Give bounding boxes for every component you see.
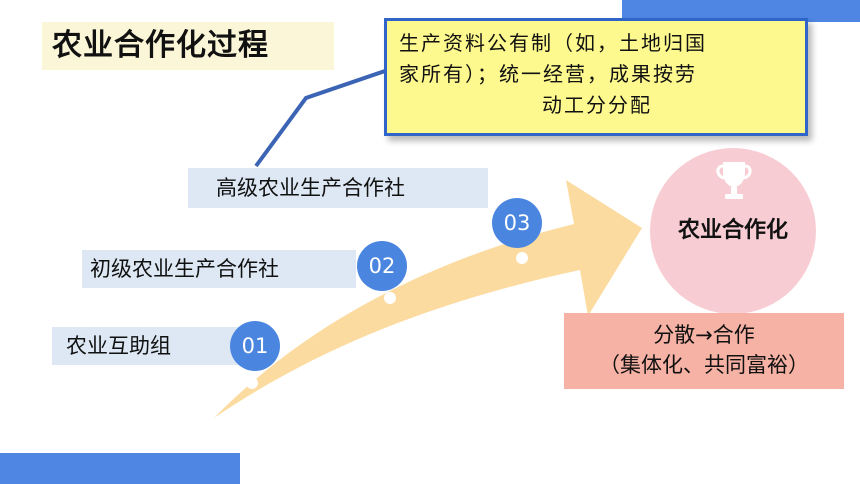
stage-number-03: 03 [492, 198, 542, 248]
stage-number-01: 01 [230, 321, 280, 371]
stage-number-02: 02 [357, 241, 407, 291]
definition-box: 生产资料公有制（如，土地归国 家所有）；统一经营，成果按劳 动工分分配 [384, 18, 808, 136]
top-accent-bar [622, 0, 860, 22]
definition-line-3: 动工分分配 [542, 93, 652, 117]
result-line-2: （集体化、共同富裕） [599, 353, 809, 377]
stage-label-mutual-aid: 农业互助组 [52, 327, 240, 365]
page-title: 农业合作化过程 [42, 22, 334, 70]
definition-line-2: 家所有）；统一经营，成果按劳 [399, 62, 697, 86]
trophy-icon [716, 162, 752, 199]
stage-dot-02 [384, 292, 396, 304]
goal-label: 农业合作化 [677, 218, 788, 243]
stage-label-elementary: 初级农业生产合作社 [82, 250, 356, 288]
stage-label-advanced: 高级农业生产合作社 [188, 168, 488, 208]
result-line-1: 分散→合作 [653, 323, 755, 347]
definition-line-1: 生产资料公有制（如，土地归国 [399, 31, 707, 55]
stage-dot-03 [516, 252, 528, 264]
connector-line [254, 68, 389, 168]
stage-dot-01 [246, 377, 258, 389]
bottom-accent-bar [0, 453, 240, 484]
result-box: 分散→合作 （集体化、共同富裕） [564, 313, 844, 389]
